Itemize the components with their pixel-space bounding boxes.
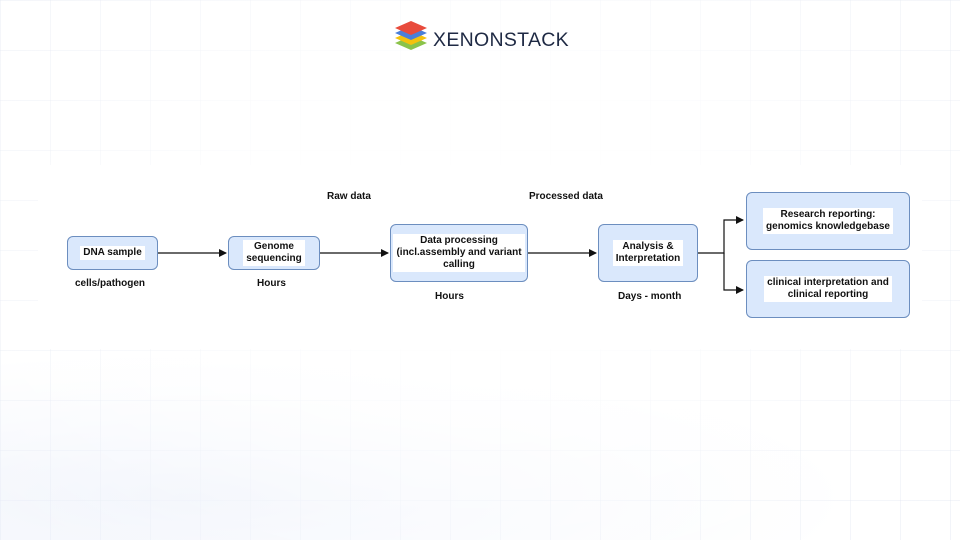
node-genome-sequencing-label: Genome sequencing [243, 240, 305, 266]
node-analysis-label: Analysis & Interpretation [612, 240, 684, 266]
label-days-month: Days - month [618, 291, 682, 302]
node-analysis-interpretation: Analysis & Interpretation [598, 224, 698, 282]
node-data-processing-label: Data processing (incl.assembly and varia… [393, 234, 525, 272]
brand-header: XENONSTACK [0, 18, 960, 62]
brand-name: XENONSTACK [433, 28, 569, 51]
arrow-analysis-to-clinical [723, 253, 744, 294]
label-processed-data: Processed data [529, 191, 603, 202]
label-hours-processing: Hours [435, 291, 464, 302]
node-dna-sample: DNA sample [67, 236, 158, 270]
node-clinical-reporting: clinical interpretation and clinical rep… [746, 260, 910, 318]
layered-stack-logo-icon [395, 21, 428, 50]
node-research-reporting-label: Research reporting: genomics knowledgeba… [763, 208, 893, 234]
node-dna-sample-label: DNA sample [80, 246, 145, 260]
genomics-workflow-diagram: DNA sample Genome sequencing Data proces… [38, 165, 922, 349]
label-hours-sequencing: Hours [257, 278, 286, 289]
node-data-processing: Data processing (incl.assembly and varia… [390, 224, 528, 282]
arrow-analysis-to-research [698, 216, 744, 254]
label-raw-data: Raw data [327, 191, 371, 202]
node-genome-sequencing: Genome sequencing [228, 236, 320, 270]
node-research-reporting: Research reporting: genomics knowledgeba… [746, 192, 910, 250]
label-cells-pathogen: cells/pathogen [75, 278, 146, 289]
diagram-connectors [158, 216, 744, 294]
node-clinical-reporting-label: clinical interpretation and clinical rep… [764, 276, 892, 302]
